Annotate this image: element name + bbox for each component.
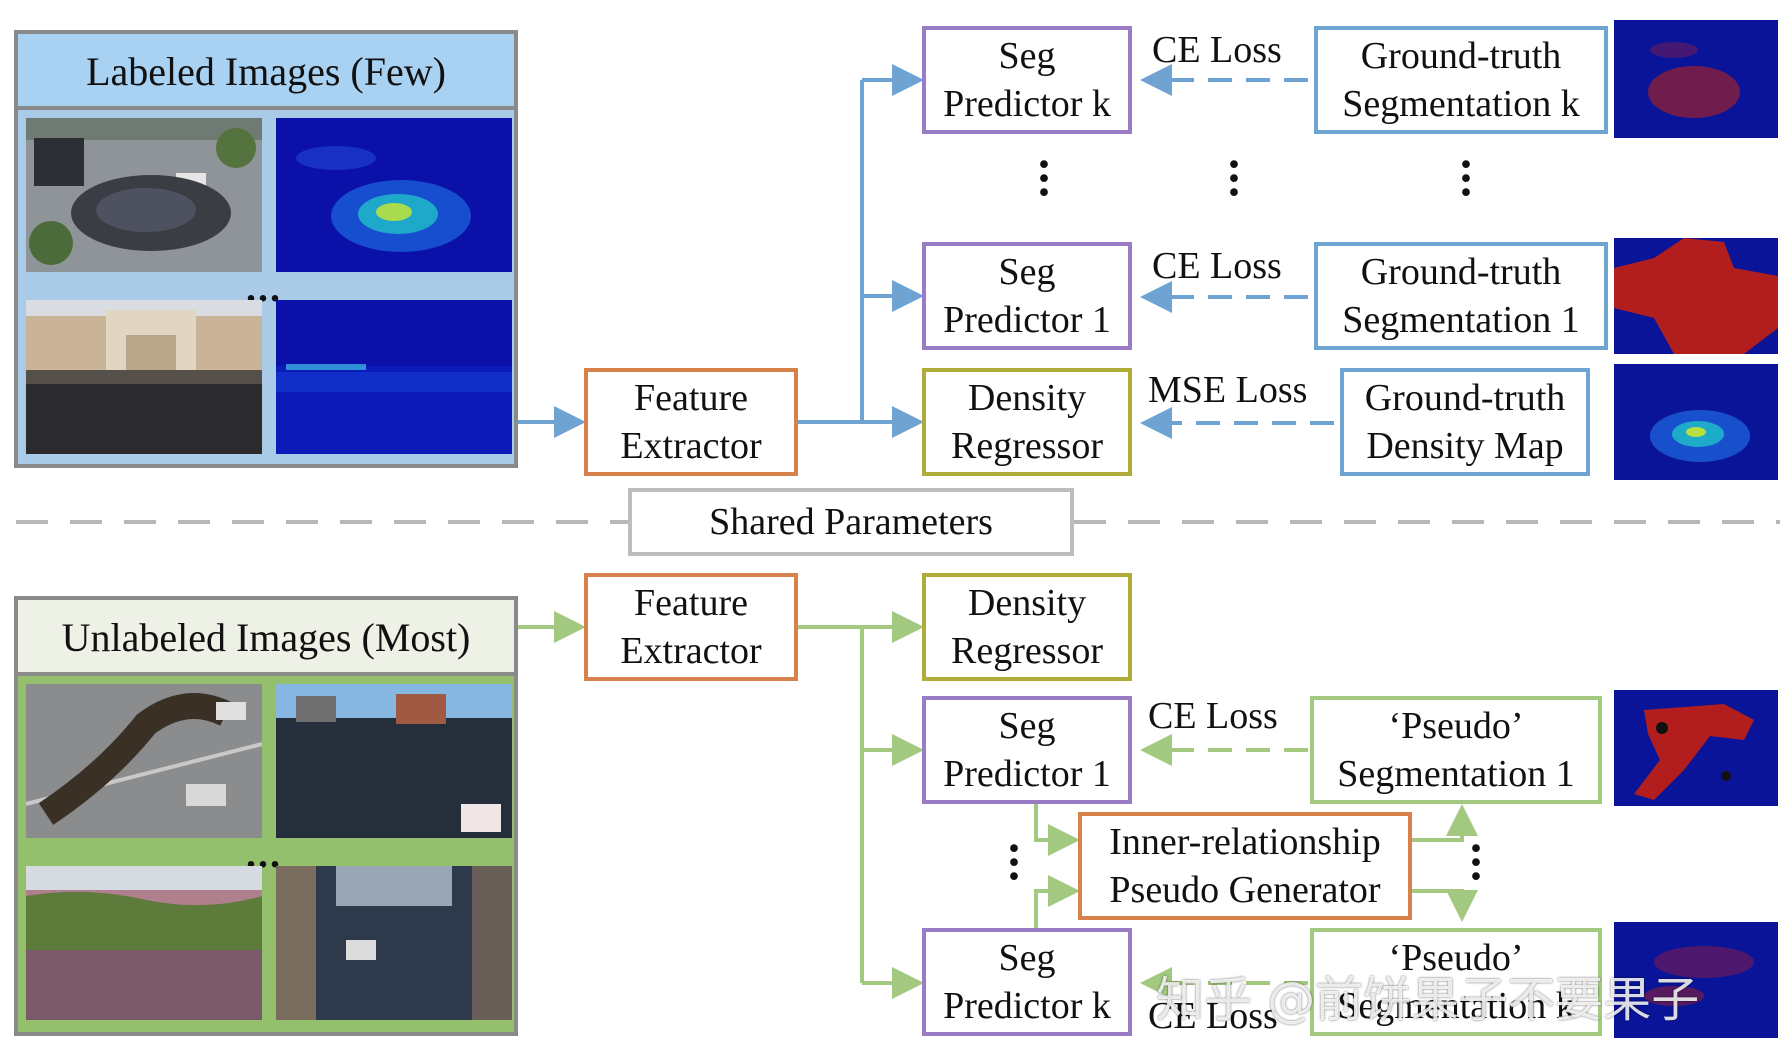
gt-segmentation-k: Ground-truth Segmentation k xyxy=(1314,26,1608,134)
gt-seg-k-line1: Ground-truth xyxy=(1360,35,1562,77)
density-map-fountain xyxy=(276,300,512,454)
arrow-inner-to-pseudo1 xyxy=(1412,804,1478,842)
vertical-ellipsis-loss: ··· xyxy=(1226,138,1243,219)
pseudo-k-line2: Segmentation k xyxy=(1337,985,1575,1027)
pseudo-segmentation-k: ‘Pseudo’ Segmentation k xyxy=(1310,928,1602,1036)
gt-density-line2: Density Map xyxy=(1366,425,1564,467)
crowd-photo-street-aerial xyxy=(26,684,262,838)
density-regressor-unlabeled: Density Regressor xyxy=(922,573,1132,681)
gt-seg-1-line1: Ground-truth xyxy=(1360,251,1562,293)
seg-predictor-k: Seg Predictor k xyxy=(922,26,1132,134)
gt-seg-1-map xyxy=(1614,238,1778,354)
gt-density-map-image xyxy=(1614,364,1778,480)
feature-extractor-line2: Extractor xyxy=(620,425,762,467)
ce-loss-label-1: CE Loss xyxy=(1152,245,1282,287)
seg-1-b-line2: Predictor 1 xyxy=(943,753,1111,795)
unlabeled-ellipsis: ... xyxy=(246,831,282,876)
pseudo-seg-k-map xyxy=(1614,922,1778,1038)
seg-k-line1: Seg xyxy=(998,35,1056,77)
seg-k-b-line2: Predictor k xyxy=(943,985,1111,1027)
mse-loss-label: MSE Loss xyxy=(1148,369,1308,411)
inner-line2: Pseudo Generator xyxy=(1109,869,1381,911)
shared-parameters-label: Shared Parameters xyxy=(709,501,993,543)
feature-extractor-unlabeled: Feature Extractor xyxy=(584,573,798,681)
crowd-photo-city-street xyxy=(276,866,512,1020)
density-map-aerial xyxy=(276,118,512,272)
arrow-segk-to-inner xyxy=(1034,875,1080,932)
inner-relationship-pseudo-generator: Inner-relationship Pseudo Generator xyxy=(1078,812,1412,920)
crowd-photo-hillside xyxy=(26,866,262,1020)
crowd-photo-fountain xyxy=(26,300,262,454)
ce-loss-label-pseudok: CE Loss xyxy=(1148,995,1278,1037)
seg-k-line2: Predictor k xyxy=(943,83,1111,125)
gt-segmentation-1: Ground-truth Segmentation 1 xyxy=(1314,242,1608,350)
vertical-ellipsis-gt: ··· xyxy=(1458,138,1475,219)
labeled-images-panel: Labeled Images (Few) ... xyxy=(14,30,518,468)
seg-predictor-1-unlabeled: Seg Predictor 1 xyxy=(922,696,1132,804)
crowd-photo-aerial xyxy=(26,118,262,272)
gt-density-line1: Ground-truth xyxy=(1364,377,1566,419)
ce-loss-label-pseudo1: CE Loss xyxy=(1148,695,1278,737)
gt-seg-1-line2: Segmentation 1 xyxy=(1342,299,1580,341)
gt-seg-k-map xyxy=(1614,20,1778,138)
unlabeled-images-panel: Unlabeled Images (Most) ... xyxy=(14,596,518,1036)
feature-extractor-b-line1: Feature xyxy=(634,582,748,624)
unlabeled-panel-title: Unlabeled Images (Most) xyxy=(18,600,514,676)
shared-parameters-box: Shared Parameters xyxy=(628,488,1074,556)
arrow-inner-to-pseudok xyxy=(1412,889,1478,922)
density-line2: Regressor xyxy=(951,425,1103,467)
arrow-seg1-to-inner xyxy=(1034,801,1080,856)
vertical-ellipsis-seg: ··· xyxy=(1036,138,1053,219)
seg-predictor-1: Seg Predictor 1 xyxy=(922,242,1132,350)
labeled-panel-title: Labeled Images (Few) xyxy=(18,34,514,110)
seg-k-b-line1: Seg xyxy=(998,937,1056,979)
pseudo-1-line1: ‘Pseudo’ xyxy=(1388,705,1524,747)
feature-extractor-line1: Feature xyxy=(634,377,748,419)
pseudo-k-line1: ‘Pseudo’ xyxy=(1388,937,1524,979)
seg-1-line2: Predictor 1 xyxy=(943,299,1111,341)
vertical-ellipsis-seg-b: ··· xyxy=(1006,822,1023,903)
feature-extractor-b-line2: Extractor xyxy=(620,630,762,672)
crowd-photo-rally xyxy=(276,684,512,838)
seg-1-line1: Seg xyxy=(998,251,1056,293)
pseudo-seg-1-map xyxy=(1614,690,1778,806)
seg-predictor-k-unlabeled: Seg Predictor k xyxy=(922,928,1132,1036)
pseudo-1-line2: Segmentation 1 xyxy=(1337,753,1575,795)
gt-seg-k-line2: Segmentation k xyxy=(1342,83,1580,125)
gt-density-map: Ground-truth Density Map xyxy=(1340,368,1590,476)
vertical-ellipsis-pseudo-b: ··· xyxy=(1468,822,1485,903)
density-line1: Density xyxy=(967,377,1087,419)
feature-extractor-labeled: Feature Extractor xyxy=(584,368,798,476)
labeled-ellipsis: ... xyxy=(246,265,282,310)
watermark: 知乎 @前饼果子不要果子 xyxy=(1156,972,1700,1028)
density-b-line1: Density xyxy=(967,582,1087,624)
pseudo-segmentation-1: ‘Pseudo’ Segmentation 1 xyxy=(1310,696,1602,804)
density-b-line2: Regressor xyxy=(951,630,1103,672)
density-regressor: Density Regressor xyxy=(922,368,1132,476)
ce-loss-label-k: CE Loss xyxy=(1152,29,1282,71)
inner-line1: Inner-relationship xyxy=(1109,821,1381,863)
seg-1-b-line1: Seg xyxy=(998,705,1056,747)
